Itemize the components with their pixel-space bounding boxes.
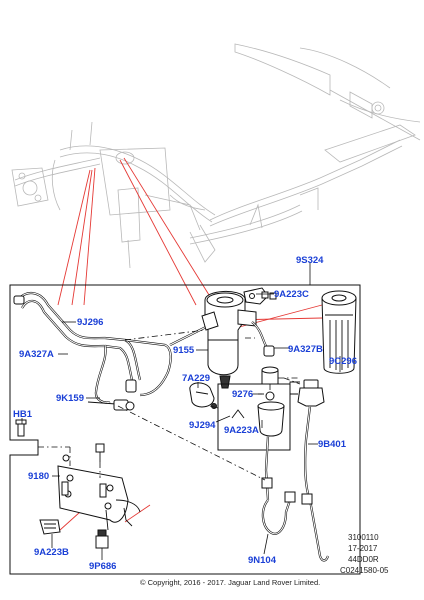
clip-7a229	[189, 382, 219, 409]
dash-dot-lines	[38, 329, 301, 481]
ref-code-4: C0241580-05	[340, 566, 389, 575]
callout-9155: 9155	[173, 345, 195, 356]
fuel-return-pipe	[87, 399, 135, 411]
callout-labels: 9S324 9J296 9A223C 9A327A 9155 9A327B 9C…	[13, 255, 357, 572]
callout-9a223c: 9A223C	[274, 289, 309, 300]
ref-code-3: 44DD0R	[348, 555, 379, 564]
callout-9s324: 9S324	[296, 255, 324, 266]
callout-9c296: 9C296	[329, 356, 357, 367]
mounting-bracket-9180	[57, 465, 129, 523]
callout-7a229: 7A229	[182, 373, 210, 384]
callout-9276: 9276	[232, 389, 253, 400]
vehicle-chassis-ghost	[11, 43, 421, 269]
connector-9p686	[95, 507, 133, 549]
bracket-9j294	[231, 409, 245, 419]
callout-9a223a: 9A223A	[224, 425, 259, 436]
bolt-hb1	[15, 419, 27, 437]
callout-hb1: HB1	[13, 409, 33, 420]
callout-9k159: 9K159	[56, 393, 84, 404]
callout-9a223b: 9A223B	[34, 547, 69, 558]
red-reference-lines	[57, 157, 323, 531]
callout-9a327a: 9A327A	[19, 349, 54, 360]
fuel-feed-hose	[13, 292, 211, 404]
connector-9a223b	[39, 519, 61, 535]
callout-9b401: 9B401	[318, 439, 347, 450]
fuel-hose-9a327b	[251, 321, 275, 357]
callout-leaders	[21, 262, 341, 560]
callout-9j296: 9J296	[77, 317, 103, 328]
reference-codes: 3100110 17-2017 44DD0R C0241580-05	[340, 533, 389, 575]
fuel-hose-9n104	[261, 435, 296, 535]
callout-9n104: 9N104	[248, 555, 277, 566]
fuel-filter-assembly	[201, 287, 277, 389]
wiring-harness	[105, 499, 141, 531]
copyright-notice: © Copyright, 2016 - 2017. Jaguar Land Ro…	[140, 578, 320, 587]
fuel-pump-9b401	[289, 379, 330, 562]
callout-9180: 9180	[28, 471, 49, 482]
bracket-bolts	[62, 443, 105, 462]
callout-9a327b: 9A327B	[288, 344, 323, 355]
ref-code-1: 3100110	[348, 533, 379, 542]
parts-frame	[9, 284, 361, 575]
callout-9j294: 9J294	[189, 420, 216, 431]
fuel-filter-element	[321, 290, 357, 374]
callout-9p686: 9P686	[89, 561, 116, 572]
ref-code-2: 17-2017	[348, 544, 378, 553]
